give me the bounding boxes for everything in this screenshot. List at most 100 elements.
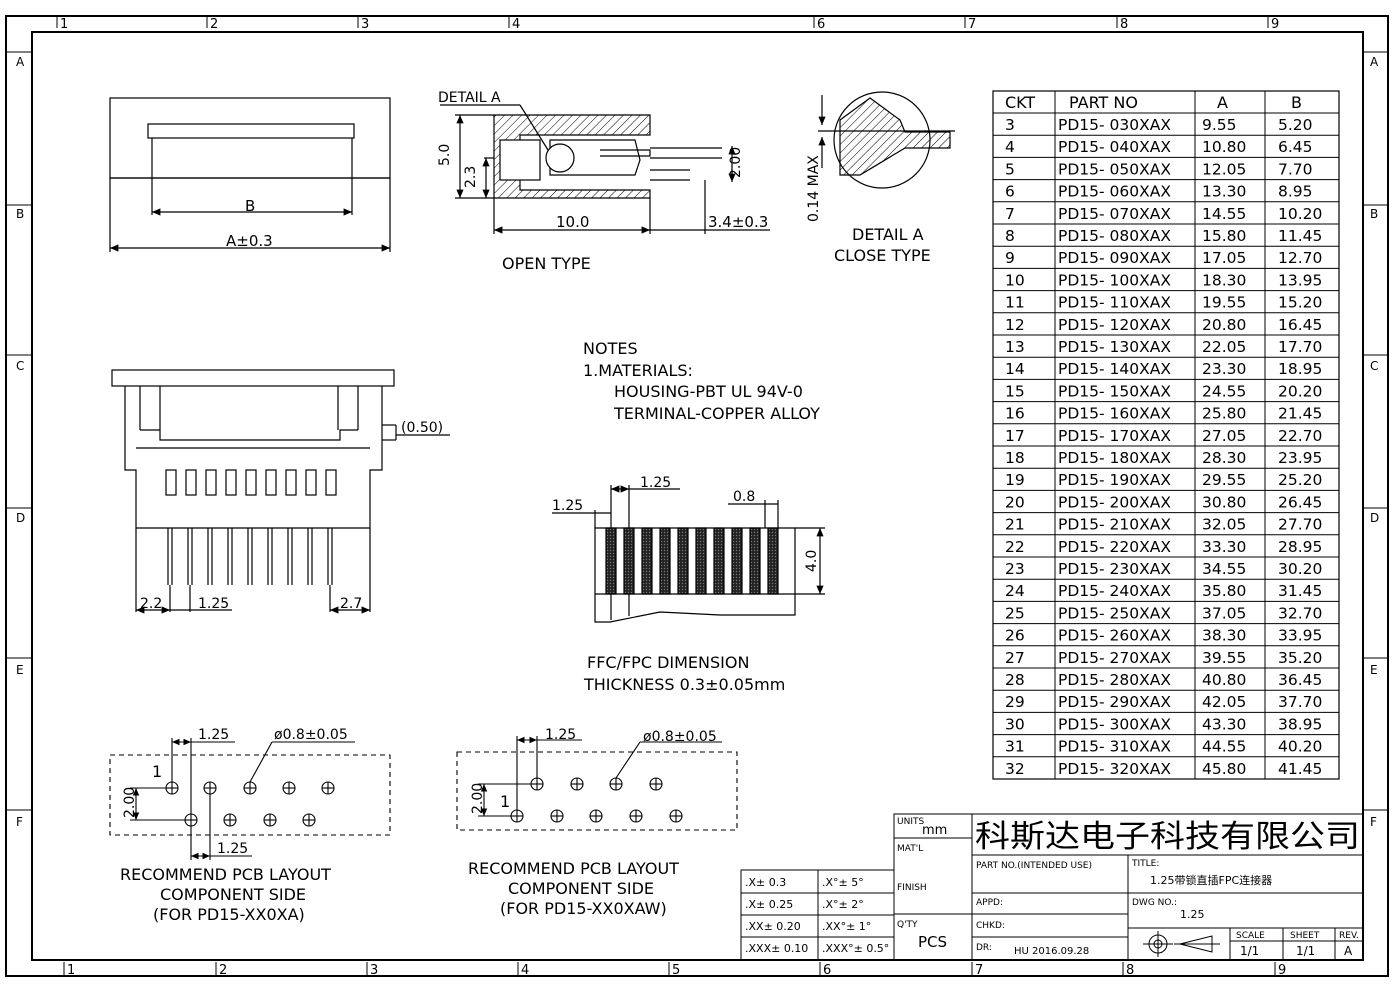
parts-table-cell: 17.70: [1278, 338, 1322, 356]
pcb-left-caption: (FOR PD15-XX0XA): [153, 905, 305, 924]
zone-col-label: 8: [1120, 17, 1128, 32]
notes-line: HOUSING-PBT UL 94V-0: [614, 382, 803, 401]
parts-table-cell: 32: [1005, 760, 1025, 778]
parts-table-cell: 27.05: [1202, 427, 1246, 445]
dim-tail: 3.4±0.3: [708, 213, 768, 231]
zone-row-label: C: [1370, 359, 1378, 373]
parts-table-cell: 12.05: [1202, 160, 1246, 178]
parts-table-cell: 15.20: [1278, 294, 1322, 312]
parts-table-cell: 30: [1005, 715, 1025, 733]
parts-table-cell: 38.30: [1202, 627, 1246, 645]
parts-table-cell: PD15- 070XAX: [1058, 205, 1171, 223]
tol-linear: .X± 0.25: [745, 898, 793, 911]
zone-row-label: E: [16, 663, 24, 677]
parts-table-cell: 23.95: [1278, 449, 1322, 467]
parts-table-cell: 14.55: [1202, 205, 1246, 223]
zone-col-label: 7: [975, 963, 983, 978]
zone-row-label: C: [16, 359, 24, 373]
chkd-label: CHKD:: [976, 921, 1005, 931]
zone-col-label: 5: [672, 963, 680, 978]
open-type-caption: OPEN TYPE: [502, 254, 591, 273]
tol-angular: .XX°± 1°: [822, 920, 871, 933]
tol-linear: .XXX± 0.10: [745, 942, 808, 955]
parts-table-cell: 26.45: [1278, 493, 1322, 511]
finish-label: FINISH: [897, 883, 927, 893]
units-value: mm: [922, 823, 947, 838]
parts-table-cell: 13.95: [1278, 271, 1322, 289]
parts-table-cell: 3: [1005, 116, 1015, 134]
zone-row-label: A: [1370, 55, 1379, 69]
zone-row-label: F: [16, 815, 23, 829]
parts-table-cell: PD15- 320XAX: [1058, 760, 1171, 778]
parts-table-cell: 33.30: [1202, 538, 1246, 556]
dim-a: A±0.3: [226, 232, 273, 250]
parts-table-cell: 36.45: [1278, 671, 1322, 689]
parts-table-cell: 19: [1005, 471, 1025, 489]
parts-table-cell: 12: [1005, 316, 1025, 334]
title-value: 1.25带锁直插FPC连接器: [1150, 873, 1272, 887]
detail-a-callout: DETAIL A: [438, 90, 501, 106]
parts-table-cell: 43.30: [1202, 715, 1246, 733]
zone-ticks-bottom: [63, 962, 1276, 976]
parts-table-frame: [992, 90, 1340, 780]
parts-table-cell: PD15- 270XAX: [1058, 649, 1171, 667]
zone-ticks-top: [56, 16, 1269, 28]
rev-value: A: [1344, 944, 1353, 958]
parts-table-cell: 14: [1005, 360, 1025, 378]
parts-table-cell: PD15- 100XAX: [1058, 271, 1171, 289]
parts-table-cell: 10.20: [1278, 205, 1322, 223]
parts-table-cell: 33.95: [1278, 627, 1322, 645]
parts-table-cell: 25: [1005, 604, 1025, 622]
zone-col-label: 3: [370, 963, 378, 978]
qty-label: Q'TY: [897, 920, 918, 930]
dim-b: B: [245, 197, 255, 215]
zone-col-label: 9: [1278, 963, 1286, 978]
parts-table-cell: 35.20: [1278, 649, 1322, 667]
parts-table-cell: 40.20: [1278, 738, 1322, 756]
parts-table-cell: 29.55: [1202, 471, 1246, 489]
parts-table-cell: 28.95: [1278, 538, 1322, 556]
parts-table-header: B: [1291, 93, 1302, 112]
parts-table-cell: 4: [1005, 138, 1015, 156]
parts-table-cell: 18.30: [1202, 271, 1246, 289]
ffc-thickness: THICKNESS 0.3±0.05mm: [583, 675, 785, 694]
inner-frame: [31, 31, 1364, 961]
parts-table-cell: 34.55: [1202, 560, 1246, 578]
zone-row-label: B: [16, 207, 24, 221]
parts-table-cell: PD15- 050XAX: [1058, 160, 1171, 178]
parts-table-cell: PD15- 110XAX: [1058, 294, 1171, 312]
zone-col-label: 2: [219, 963, 227, 978]
dim-height: 5.0: [437, 144, 453, 166]
parts-table-cell: 19.55: [1202, 294, 1246, 312]
pcb-left-dim-pitch: 1.25: [198, 727, 229, 743]
detail-a-view: [818, 91, 955, 189]
dim-offset: (0.50): [401, 420, 443, 436]
pcb-left-pin1: 1: [152, 762, 162, 781]
title-label: TITLE:: [1131, 859, 1159, 869]
zone-col-label: 4: [512, 17, 520, 32]
parts-table-cell: 27.70: [1278, 516, 1322, 534]
dim-detail-a: 0.14 MAX: [806, 155, 822, 222]
ffc-dim-edge: 1.25: [552, 498, 583, 514]
parts-table-cell: PD15- 200XAX: [1058, 493, 1171, 511]
rev-label: REV.: [1339, 931, 1359, 941]
parts-table-cell: 38.95: [1278, 715, 1322, 733]
pcb-layout-left: [109, 738, 391, 860]
scale-value: 1/1: [1240, 944, 1259, 958]
zone-col-label: 9: [1271, 17, 1279, 32]
parts-table-cell: 11: [1005, 294, 1025, 312]
notes-line: TERMINAL-COPPER ALLOY: [613, 404, 820, 423]
parts-table-cell: 13.30: [1202, 183, 1246, 201]
tol-linear: .X± 0.3: [745, 876, 786, 889]
parts-table-cell: 28.30: [1202, 449, 1246, 467]
zone-row-label: A: [16, 55, 25, 69]
parts-table-cell: PD15- 030XAX: [1058, 116, 1171, 134]
parts-table-cell: 23.30: [1202, 360, 1246, 378]
parts-table-cell: PD15- 280XAX: [1058, 671, 1171, 689]
pcb-right-caption: COMPONENT SIDE: [508, 879, 654, 898]
dim-pitch: 1.25: [198, 596, 229, 612]
parts-table-cell: 22: [1005, 538, 1025, 556]
parts-table-cell: PD15- 120XAX: [1058, 316, 1171, 334]
parts-table-cell: PD15- 220XAX: [1058, 538, 1171, 556]
parts-table-cell: PD15- 300XAX: [1058, 715, 1171, 733]
